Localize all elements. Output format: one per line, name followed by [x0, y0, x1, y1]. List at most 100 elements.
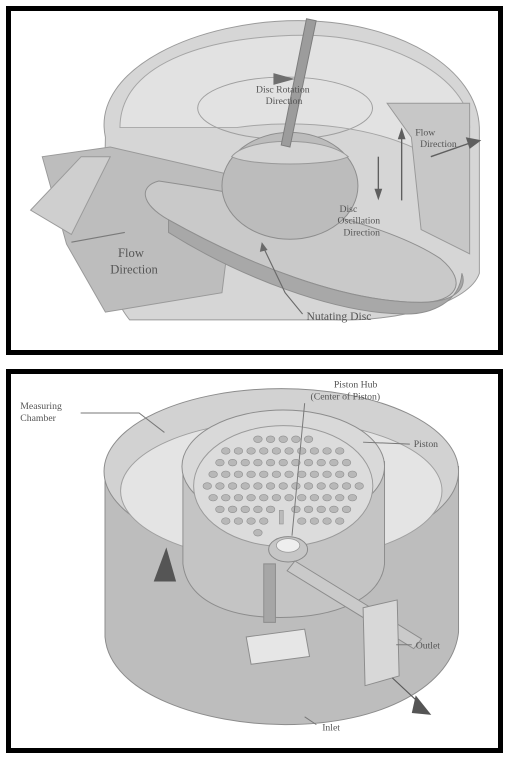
- piston-hole: [266, 459, 275, 466]
- piston-hole: [228, 483, 237, 490]
- piston-hole: [234, 471, 243, 478]
- piston-hole: [221, 448, 230, 455]
- piston-hole: [272, 471, 281, 478]
- flow-direction-right-label: Flow: [415, 127, 435, 138]
- chamber-partition: [264, 564, 276, 622]
- piston-hole: [221, 518, 230, 525]
- piston-label: Piston: [414, 439, 438, 450]
- piston-hole: [335, 471, 344, 478]
- piston-hole: [266, 436, 275, 443]
- piston-hole: [221, 471, 230, 478]
- piston-hole: [304, 506, 313, 513]
- piston-hole: [228, 506, 237, 513]
- piston-hole: [304, 436, 313, 443]
- piston-hole: [292, 436, 301, 443]
- piston-hole: [310, 448, 319, 455]
- piston-hole: [216, 483, 225, 490]
- piston-hole: [342, 459, 351, 466]
- piston-hole: [323, 494, 332, 501]
- piston-hole: [317, 483, 326, 490]
- flow-direction-right-label-2: Direction: [420, 139, 457, 150]
- piston-hole: [297, 471, 306, 478]
- piston-hole: [228, 459, 237, 466]
- piston-hole: [330, 483, 339, 490]
- piston-hole: [348, 494, 357, 501]
- piston-hole: [297, 518, 306, 525]
- center-pin: [279, 510, 283, 524]
- piston-hole: [259, 471, 268, 478]
- piston-hole: [254, 459, 263, 466]
- measuring-chamber-label-2: Chamber: [20, 413, 56, 424]
- piston-hole: [335, 448, 344, 455]
- piston-hole: [279, 436, 288, 443]
- piston-hole: [297, 448, 306, 455]
- piston-hole: [234, 448, 243, 455]
- piston-meter-illustration: Measuring Chamber Piston Hub (Center of …: [11, 374, 498, 748]
- measuring-chamber-label: Measuring: [20, 401, 62, 412]
- piston-hole: [304, 459, 313, 466]
- disc-rotation-label-2: Direction: [266, 96, 303, 107]
- nutating-disc-label: Nutating Disc: [306, 310, 371, 323]
- disc-rotation-label: Disc Rotation: [256, 85, 310, 96]
- piston-hole: [259, 518, 268, 525]
- piston-hole: [279, 459, 288, 466]
- piston-hole: [254, 436, 263, 443]
- piston-hole: [297, 494, 306, 501]
- piston-hole: [330, 459, 339, 466]
- piston-hole: [272, 448, 281, 455]
- piston-hole: [247, 448, 256, 455]
- piston-hole: [216, 506, 225, 513]
- piston-hole: [254, 506, 263, 513]
- piston-hole: [216, 459, 225, 466]
- nutating-disc-illustration: Disc Rotation Direction Flow Direction D…: [11, 11, 498, 350]
- piston-hole: [241, 506, 250, 513]
- piston-hole: [259, 494, 268, 501]
- piston-hole: [342, 506, 351, 513]
- piston-hole: [330, 506, 339, 513]
- piston-hole: [292, 483, 301, 490]
- piston-hole: [209, 471, 218, 478]
- piston-hole: [247, 494, 256, 501]
- piston-hole: [203, 483, 212, 490]
- piston-hole: [266, 483, 275, 490]
- piston-hole: [266, 506, 275, 513]
- piston-hole: [292, 506, 301, 513]
- piston-hole: [247, 471, 256, 478]
- piston-hole: [348, 471, 357, 478]
- oscillation-label-2: Oscillation: [338, 216, 381, 227]
- oscillation-label-1: Disc: [339, 204, 357, 215]
- piston-hole: [234, 518, 243, 525]
- oscillation-label-3: Direction: [343, 227, 380, 238]
- piston-hole: [310, 494, 319, 501]
- piston-hole: [355, 483, 364, 490]
- piston-hole: [335, 494, 344, 501]
- piston-hole: [285, 471, 294, 478]
- piston-hole: [241, 483, 250, 490]
- piston-hole: [342, 483, 351, 490]
- piston-hole: [317, 506, 326, 513]
- piston-hole: [209, 494, 218, 501]
- piston-hole: [285, 494, 294, 501]
- piston-hole: [323, 518, 332, 525]
- flow-direction-left-label: Flow: [118, 246, 145, 260]
- piston-hub-label: Piston Hub: [334, 380, 378, 391]
- inlet-label: Inlet: [322, 722, 340, 733]
- piston-hole: [259, 448, 268, 455]
- oscillating-piston-diagram-panel: Measuring Chamber Piston Hub (Center of …: [6, 369, 503, 753]
- outlet-label: Outlet: [416, 641, 441, 652]
- piston-hole: [310, 518, 319, 525]
- piston-hole: [304, 483, 313, 490]
- piston-hole: [254, 483, 263, 490]
- piston-hole: [241, 459, 250, 466]
- piston-hole: [310, 471, 319, 478]
- flow-direction-left-label-2: Direction: [110, 262, 158, 276]
- piston-hub-label-2: (Center of Piston): [311, 391, 381, 402]
- piston-hole: [285, 448, 294, 455]
- outlet-opening: [363, 600, 399, 686]
- piston-hole: [254, 529, 263, 536]
- piston-hub-cap: [276, 539, 299, 553]
- piston-hole: [335, 518, 344, 525]
- piston-hole: [317, 459, 326, 466]
- nutating-disc-diagram-panel: Disc Rotation Direction Flow Direction D…: [6, 6, 503, 355]
- piston-hole: [221, 494, 230, 501]
